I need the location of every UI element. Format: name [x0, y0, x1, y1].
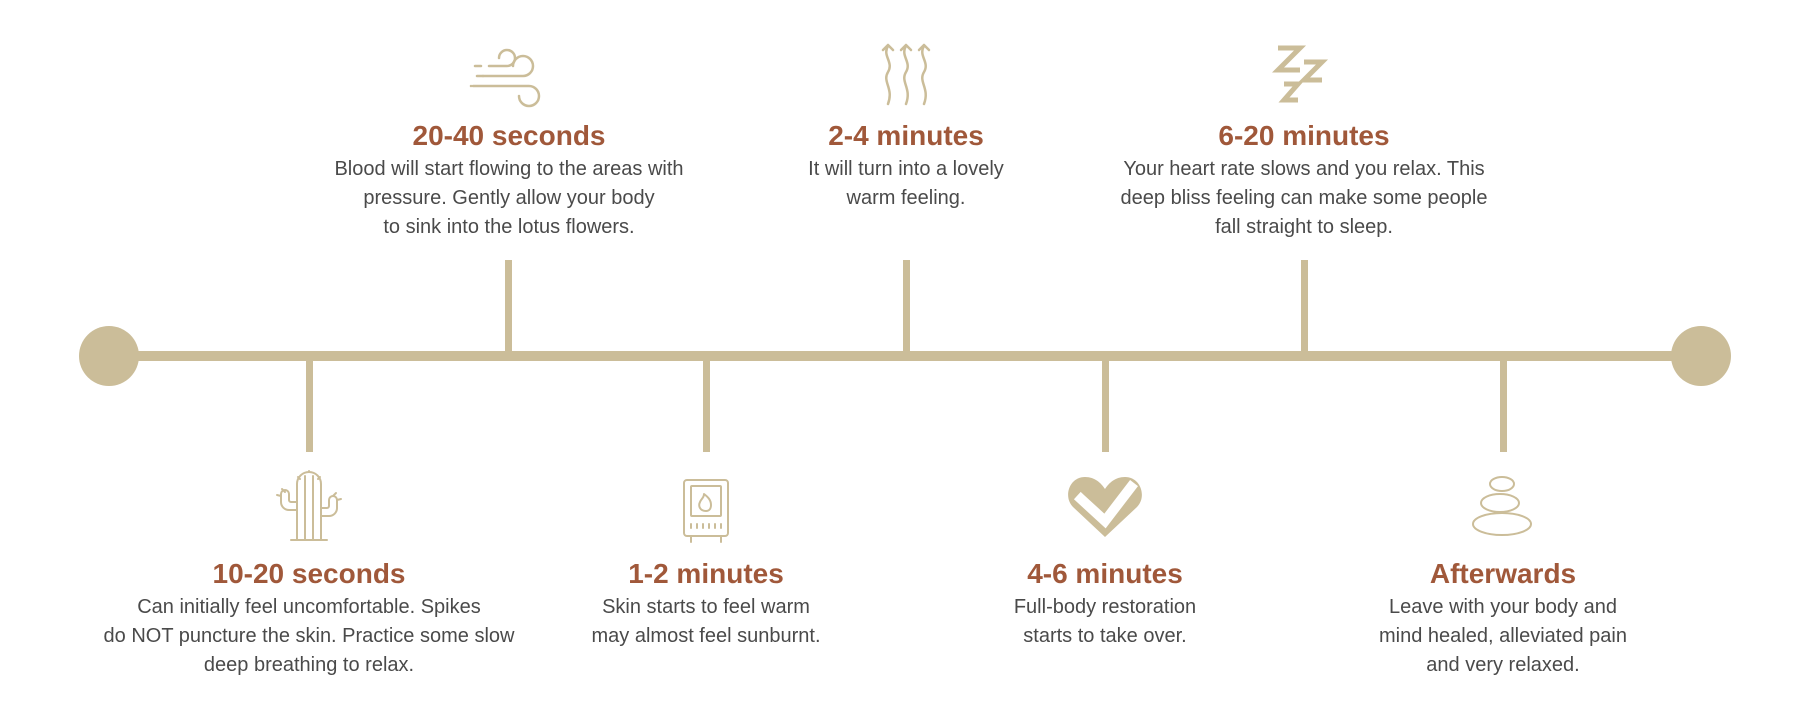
timeline-step: Afterwards Leave with your body and mind… — [1283, 0, 1723, 715]
sleep-zzz-icon — [1272, 45, 1329, 103]
step-title: 10-20 seconds — [212, 558, 406, 589]
timeline-step: 2-4 minutes It will turn into a lovely w… — [686, 0, 1126, 715]
timeline-step: 20-40 seconds Blood will start flowing t… — [289, 0, 729, 715]
timeline-start-dot — [79, 326, 139, 386]
step-description: Blood will start flowing to the areas wi… — [334, 158, 684, 238]
cactus-icon — [276, 470, 342, 541]
step-title: 6-20 minutes — [1218, 120, 1390, 151]
timeline-step: 10-20 seconds Can initially feel uncomfo… — [89, 0, 529, 715]
timeline-stem — [903, 260, 910, 356]
heater-icon — [683, 479, 729, 543]
timeline-stem — [505, 260, 512, 356]
step-title: 2-4 minutes — [828, 120, 984, 151]
timeline-end-dot — [1671, 326, 1731, 386]
step-title: 4-6 minutes — [1027, 558, 1183, 589]
heart-check-icon — [1068, 477, 1142, 537]
step-description: Full-body restoration starts to take ove… — [1013, 596, 1197, 647]
heat-waves-icon — [881, 43, 931, 106]
timeline-stem — [1301, 260, 1308, 356]
step-description: Skin starts to feel warm may almost feel… — [591, 596, 821, 647]
timeline-line — [108, 351, 1702, 361]
timeline-step: 1-2 minutes Skin starts to feel warm may… — [486, 0, 926, 715]
step-title: 20-40 seconds — [412, 120, 606, 151]
step-description: Can initially feel uncomfortable. Spikes… — [103, 596, 515, 676]
timeline-stem — [306, 356, 313, 452]
timeline-stem — [1500, 356, 1507, 452]
timeline-step: 6-20 minutes Your heart rate slows and y… — [1084, 0, 1524, 715]
wind-icon — [469, 48, 541, 108]
timeline-stem — [1102, 356, 1109, 452]
timeline-step: 4-6 minutes Full-body restoration starts… — [885, 0, 1325, 715]
step-title: 1-2 minutes — [628, 558, 784, 589]
step-description: Your heart rate slows and you relax. Thi… — [1120, 158, 1488, 238]
step-description: It will turn into a lovely warm feeling. — [808, 158, 1004, 209]
stacked-stones-icon — [1472, 476, 1532, 536]
step-description: Leave with your body and mind healed, al… — [1379, 596, 1627, 676]
timeline-stem — [703, 356, 710, 452]
step-title: Afterwards — [1429, 558, 1577, 589]
